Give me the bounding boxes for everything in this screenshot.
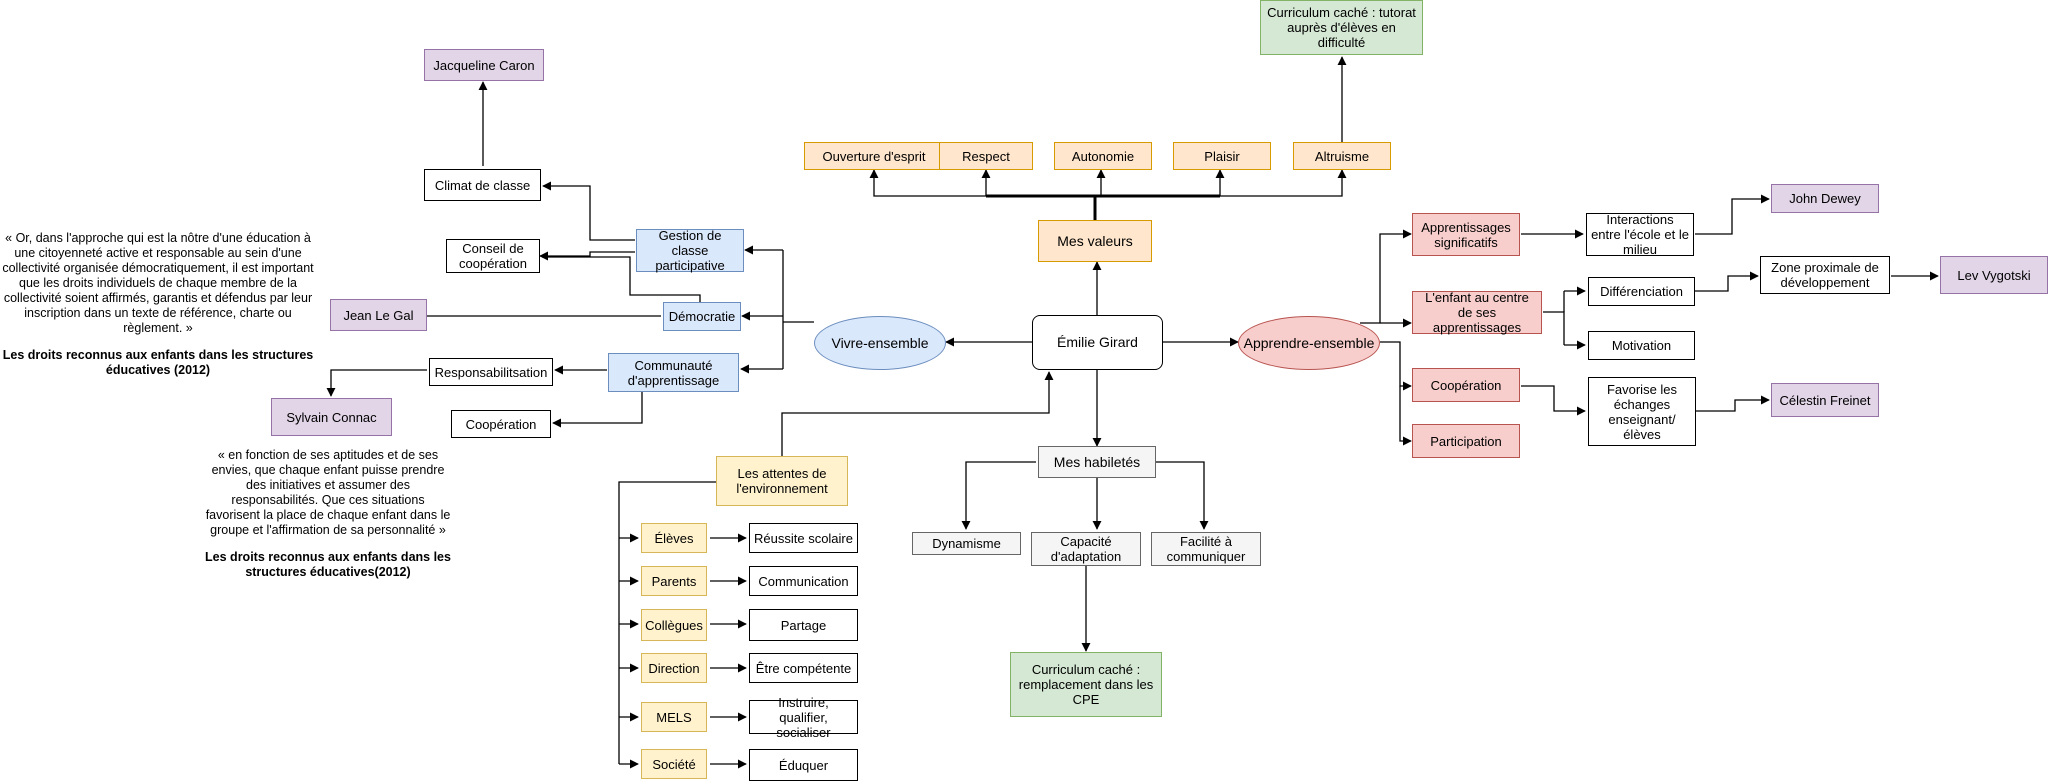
hub-mes-valeurs[interactable]: Mes valeurs — [1038, 220, 1152, 262]
node-celestin-freinet[interactable]: Célestin Freinet — [1771, 383, 1879, 417]
hub-apprendre-ensemble[interactable]: Apprendre-ensemble — [1238, 316, 1380, 370]
node-democratie[interactable]: Démocratie — [663, 302, 741, 331]
edge-habiletes-communiquer — [1156, 461, 1209, 530]
node-mels[interactable]: MELS — [641, 702, 707, 732]
edge-gestion-conseil — [539, 251, 635, 261]
edge-communaute-cooperation — [552, 392, 643, 428]
edge-habiletes-dynamisme — [961, 461, 1036, 530]
node-john-dewey[interactable]: John Dewey — [1771, 184, 1879, 213]
node-sylvain-connac[interactable]: Sylvain Connac — [271, 398, 392, 436]
edge-enfant-branches — [1543, 311, 1565, 345]
node-apprentissages-significatifs[interactable]: Apprentissages significatifs — [1412, 213, 1520, 256]
node-enfant-centre[interactable]: L'enfant au centre de ses apprentissages — [1412, 290, 1542, 335]
node-plaisir[interactable]: Plaisir — [1173, 142, 1271, 170]
edge-differenciation-zone — [1695, 271, 1759, 292]
edge-favorise-freinet — [1695, 395, 1770, 412]
node-autonomie[interactable]: Autonomie — [1054, 142, 1152, 170]
edge-vivre-spine — [782, 250, 814, 369]
node-responsabilisation[interactable]: Responsabilitsation — [429, 358, 553, 386]
edge-attentes-spine — [618, 481, 716, 764]
node-curriculum-tutorat[interactable]: Curriculum caché : tutorat auprès d'élèv… — [1260, 0, 1423, 55]
quote-droits-1: « Or, dans l'approche qui est la nôtre d… — [0, 231, 316, 378]
node-jacqueline-caron[interactable]: Jacqueline Caron — [424, 49, 544, 81]
node-reussite-scolaire[interactable]: Réussite scolaire — [749, 523, 858, 553]
node-eleves[interactable]: Élèves — [641, 523, 707, 553]
edge-valeurs-ouverture — [869, 169, 986, 197]
hub-mes-habiletes[interactable]: Mes habiletés — [1038, 446, 1156, 478]
quote-text: « en fonction de ses aptitudes et de ses… — [205, 448, 451, 537]
node-lev-vygotski[interactable]: Lev Vygotski — [1940, 256, 2048, 294]
quote-source: Les droits reconnus aux enfants dans les… — [2, 348, 314, 377]
node-eduquer[interactable]: Éduquer — [749, 749, 858, 781]
node-climat-classe[interactable]: Climat de classe — [424, 169, 541, 201]
node-societe[interactable]: Société — [641, 749, 707, 779]
node-collegues[interactable]: Collègues — [641, 609, 707, 641]
hub-attentes[interactable]: Les attentes de l'environnement — [716, 456, 848, 506]
node-capacite-adaptation[interactable]: Capacité d'adaptation — [1031, 532, 1141, 566]
node-interactions[interactable]: Interactions entre l'école et le milieu — [1586, 212, 1694, 257]
center-node[interactable]: Émilie Girard — [1032, 315, 1163, 370]
node-favorise-echanges[interactable]: Favorise les échanges enseignant/ élèves — [1588, 377, 1696, 446]
edge-apprendre-cooperation — [1380, 341, 1412, 391]
node-respect[interactable]: Respect — [939, 142, 1033, 170]
edge-democratie-conseil — [542, 256, 701, 302]
edge-apprendre-participation — [1399, 386, 1412, 446]
node-instruire[interactable]: Instruire, qualifier, socialiser — [749, 695, 858, 740]
node-altruisme[interactable]: Altruisme — [1293, 142, 1391, 170]
quote-source: Les droits reconnus aux enfants dans les… — [205, 550, 451, 579]
node-cooperation-apprendre[interactable]: Coopération — [1412, 368, 1520, 402]
node-motivation[interactable]: Motivation — [1588, 331, 1695, 360]
node-parents[interactable]: Parents — [641, 566, 707, 596]
node-conseil-cooperation[interactable]: Conseil de coopération — [446, 239, 540, 273]
node-cooperation-vivre[interactable]: Coopération — [451, 410, 551, 438]
quote-text: « Or, dans l'approche qui est la nôtre d… — [2, 231, 314, 335]
node-curriculum-cpe[interactable]: Curriculum caché : remplacement dans les… — [1010, 652, 1162, 717]
node-ouverture-esprit[interactable]: Ouverture d'esprit — [804, 142, 944, 170]
edge-gestion-climat — [542, 181, 635, 241]
edge-cooperation-favorise — [1521, 385, 1586, 416]
node-differenciation[interactable]: Différenciation — [1588, 277, 1695, 306]
node-gestion-classe[interactable]: Gestion de classe participative — [636, 228, 744, 273]
edge-apprendre-significatifs — [1360, 229, 1412, 324]
node-direction[interactable]: Direction — [641, 653, 707, 683]
quote-droits-2: « en fonction de ses aptitudes et de ses… — [204, 448, 452, 580]
node-communaute-apprentissage[interactable]: Communauté d'apprentissage — [608, 353, 739, 392]
node-zone-proximale[interactable]: Zone proximale de développement — [1760, 256, 1890, 294]
node-partage[interactable]: Partage — [749, 609, 858, 641]
node-dynamisme[interactable]: Dynamisme — [912, 532, 1021, 555]
hub-vivre-ensemble[interactable]: Vivre-ensemble — [814, 316, 946, 370]
node-etre-competente[interactable]: Être compétente — [749, 653, 858, 683]
edge-valeurs-altruisme — [1220, 169, 1347, 197]
node-jean-le-gal[interactable]: Jean Le Gal — [330, 299, 427, 331]
edge-interactions-dewey — [1695, 194, 1770, 235]
edge-responsabilisation-connac — [326, 369, 427, 397]
node-facilite-communiquer[interactable]: Facilité à communiquer — [1151, 532, 1261, 566]
edge-attentes-center — [781, 371, 1054, 456]
node-participation[interactable]: Participation — [1412, 424, 1520, 458]
node-communication[interactable]: Communication — [749, 566, 858, 596]
